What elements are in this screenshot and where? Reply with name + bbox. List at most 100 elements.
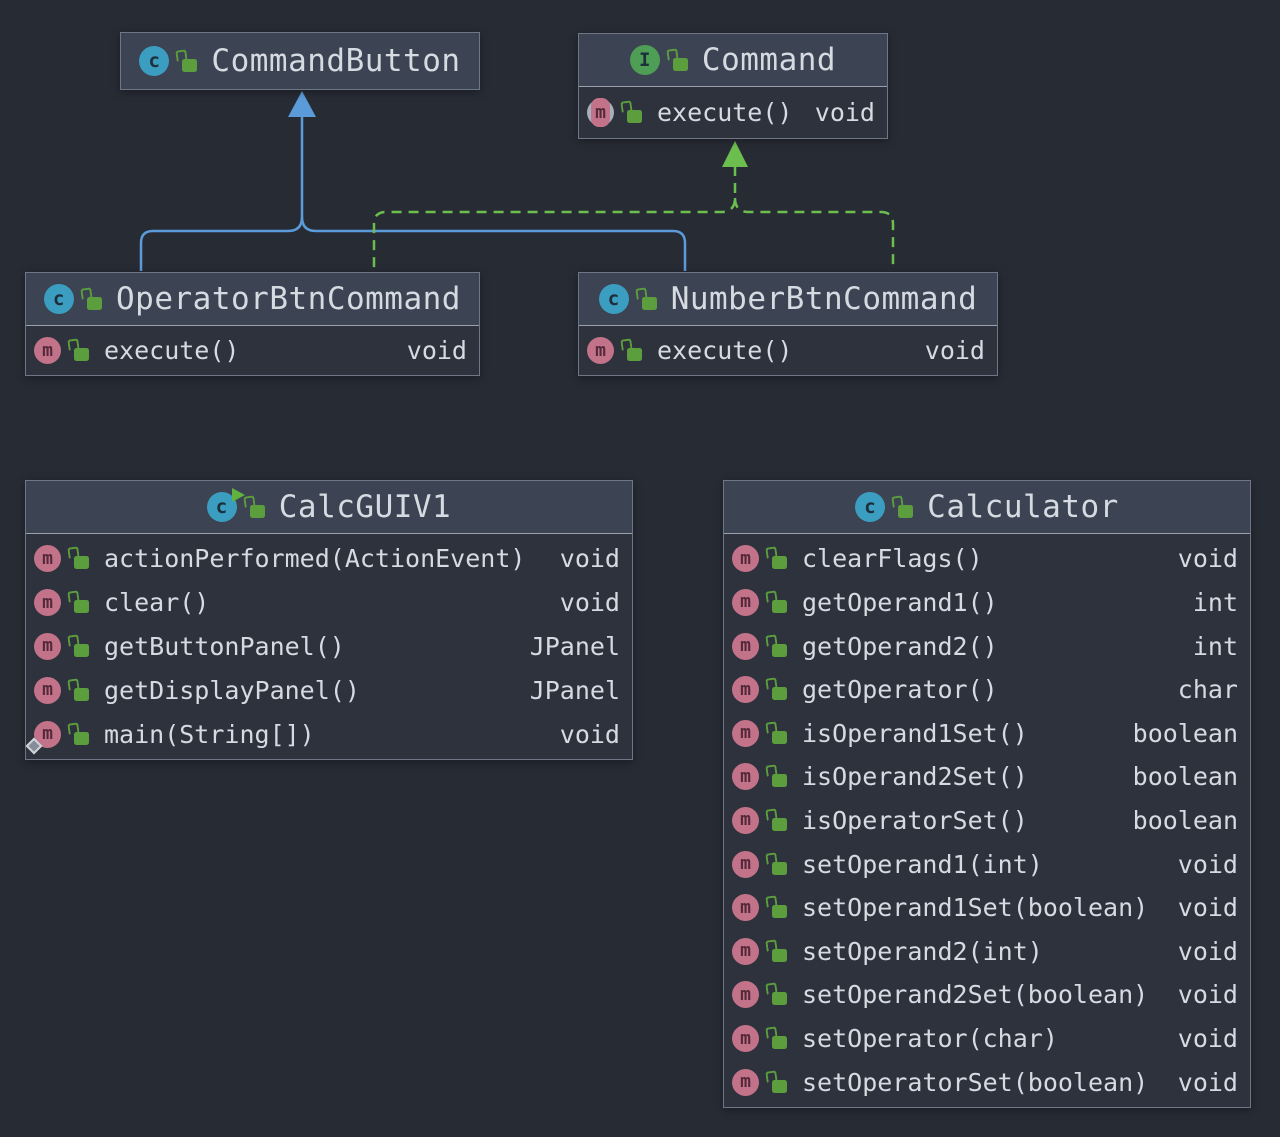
method-list: m actionPerformed(ActionEvent) void m cl… <box>25 533 632 759</box>
public-lock-icon <box>767 765 788 788</box>
class-name: CalcGUIV1 <box>278 489 452 525</box>
method-icon: m <box>732 763 759 791</box>
method-return-type: int <box>1192 587 1238 617</box>
method-row[interactable]: m getOperator() char <box>724 668 1250 712</box>
method-icon: m <box>34 337 61 364</box>
method-row[interactable]: m isOperand1Set() boolean <box>724 711 1250 755</box>
public-lock-icon <box>767 591 788 614</box>
class-node-calcguiv1[interactable]: c CalcGUIV1 m actionPerformed(ActionEven… <box>25 480 633 760</box>
public-lock-icon <box>69 679 90 702</box>
public-lock-icon <box>767 896 788 919</box>
class-name: NumberBtnCommand <box>670 281 978 317</box>
method-list: m execute() void <box>579 325 997 375</box>
class-header: c CalcGUIV1 <box>26 481 632 533</box>
method-icon: m <box>732 1025 759 1052</box>
class-name: Command <box>701 42 837 78</box>
static-method-icon: m <box>25 720 61 755</box>
method-name: execute() <box>104 336 240 365</box>
method-icon: m <box>732 806 759 834</box>
public-lock-icon <box>767 722 788 745</box>
method-return-type: void <box>559 719 620 749</box>
method-row[interactable]: m isOperatorSet() boolean <box>724 799 1250 843</box>
class-header: c OperatorBtnCommand <box>26 273 479 325</box>
class-node-commandbutton[interactable]: c CommandButton <box>120 32 480 90</box>
method-name: clear() <box>104 588 210 618</box>
method-row[interactable]: m getButtonPanel() JPanel <box>26 625 632 669</box>
method-name: setOperand1(int) <box>802 849 1043 879</box>
implements-edge[interactable] <box>372 141 895 271</box>
public-lock-icon <box>767 809 788 832</box>
method-return-type: void <box>814 98 875 127</box>
method-return-type: char <box>1177 675 1238 705</box>
method-row[interactable]: m setOperatorSet(boolean) void <box>724 1060 1250 1104</box>
static-badge-icon <box>25 737 43 755</box>
public-lock-icon <box>622 339 643 362</box>
public-lock-icon <box>767 547 788 570</box>
method-name: execute() <box>657 98 793 127</box>
interface-node-command[interactable]: I Command m execute() void <box>578 33 888 139</box>
method-icon: m <box>732 937 759 965</box>
public-lock-icon <box>637 288 658 311</box>
method-icon: m <box>732 850 759 878</box>
method-row[interactable]: m getOperand1() int <box>724 581 1250 625</box>
public-lock-icon <box>893 496 914 519</box>
method-icon: m <box>732 676 759 704</box>
method-return-type: JPanel <box>529 631 620 661</box>
class-node-calculator[interactable]: c Calculator m clearFlags() void m getOp… <box>723 480 1251 1108</box>
run-icon <box>231 488 245 502</box>
method-icon: m <box>732 545 759 573</box>
public-lock-icon <box>69 339 90 362</box>
method-name: getOperand1() <box>802 587 998 617</box>
method-row[interactable]: m getDisplayPanel() JPanel <box>26 668 632 712</box>
method-row[interactable]: m setOperand2Set(boolean) void <box>724 973 1250 1017</box>
method-icon: m <box>34 545 61 573</box>
class-header: c Calculator <box>724 481 1250 533</box>
method-row[interactable]: m isOperand2Set() boolean <box>724 755 1250 799</box>
method-name: isOperand1Set() <box>802 718 1028 748</box>
method-row[interactable]: m clearFlags() void <box>724 537 1250 581</box>
extends-edge[interactable] <box>139 91 687 271</box>
class-icon: c <box>139 46 170 76</box>
method-icon: m <box>732 588 759 616</box>
extends-arrowhead-icon <box>288 91 316 117</box>
public-lock-icon <box>69 547 90 570</box>
class-icon: c <box>44 284 75 314</box>
method-row[interactable]: m setOperand2(int) void <box>724 929 1250 973</box>
method-row[interactable]: m actionPerformed(ActionEvent) void <box>26 537 632 581</box>
public-lock-icon <box>82 288 103 311</box>
method-name: getDisplayPanel() <box>104 675 360 705</box>
method-row[interactable]: m execute() void <box>579 329 997 372</box>
method-return-type: void <box>406 336 467 365</box>
method-icon: m <box>34 632 61 660</box>
runnable-class-icon: c <box>206 488 245 522</box>
method-name: actionPerformed(ActionEvent) <box>104 544 526 574</box>
method-row[interactable]: m setOperand1(int) void <box>724 842 1250 886</box>
method-row[interactable]: m execute() void <box>579 90 887 135</box>
class-header: c CommandButton <box>121 33 479 89</box>
method-row[interactable]: m setOperator(char) void <box>724 1017 1250 1061</box>
method-row[interactable]: m main(String[]) void <box>25 712 632 756</box>
public-lock-icon <box>767 983 788 1006</box>
public-lock-icon <box>69 635 90 658</box>
method-icon: m <box>587 337 614 364</box>
method-row[interactable]: m clear() void <box>26 581 632 625</box>
class-node-numberbtncommand[interactable]: c NumberBtnCommand m execute() void <box>578 272 998 376</box>
method-row[interactable]: m execute() void <box>26 329 479 372</box>
public-lock-icon <box>245 496 266 519</box>
method-name: clearFlags() <box>802 544 983 574</box>
method-icon: m <box>732 894 759 922</box>
class-name: OperatorBtnCommand <box>116 281 461 317</box>
method-return-type: void <box>1177 936 1238 966</box>
method-name: setOperatorSet(boolean) <box>802 1067 1149 1097</box>
method-icon: m <box>732 1068 759 1096</box>
method-icon: m <box>732 632 759 660</box>
class-name: CommandButton <box>211 43 461 79</box>
class-node-operatorbtncommand[interactable]: c OperatorBtnCommand m execute() void <box>25 272 480 376</box>
method-row[interactable]: m setOperand1Set(boolean) void <box>724 886 1250 930</box>
class-header: I Command <box>579 34 887 86</box>
public-lock-icon <box>767 940 788 963</box>
method-list: m clearFlags() void m getOperand1() int … <box>724 533 1250 1107</box>
method-row[interactable]: m getOperand2() int <box>724 624 1250 668</box>
